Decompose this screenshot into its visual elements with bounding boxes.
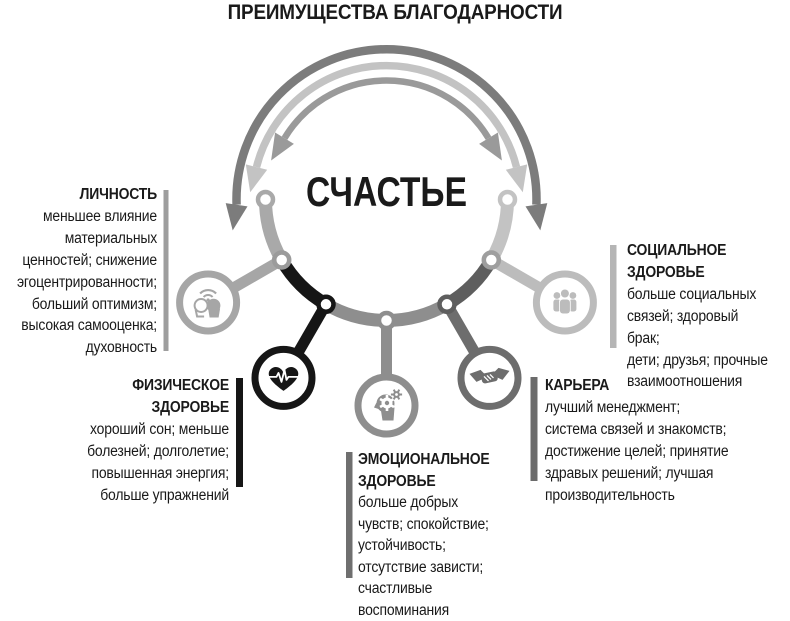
text-line: достижение целей; принятие (545, 441, 766, 463)
text-line: повышенная энергия; (58, 463, 229, 485)
person-center-body (560, 300, 570, 314)
arrowhead-middle-left-icon (246, 164, 267, 192)
text-line: больший оптимизм; (16, 294, 157, 316)
text-line: счастливые (358, 578, 538, 600)
physical-heading: ФИЗИЧЕСКОЕ ЗДОРОВЬЕ (58, 375, 229, 419)
text-line: меньшее влияние (16, 206, 157, 228)
arrowhead-outer-left-icon (226, 203, 248, 230)
text-line: духовность (16, 337, 157, 359)
personality-badge (180, 274, 237, 331)
text-line: СОЦИАЛЬНОЕ (627, 240, 774, 262)
text-line: устойчивость; (358, 535, 538, 557)
text-line: ЗДОРОВЬЕ (358, 471, 538, 493)
text-line: производительность (545, 485, 766, 507)
text-line: больше добрых (358, 492, 538, 514)
text-line: чувств; спокойствие; (358, 514, 538, 536)
text-line: отсутствие зависти; (358, 557, 538, 579)
physical-badge (255, 349, 312, 406)
person-right (570, 292, 577, 299)
person-center (561, 290, 569, 298)
emotional-accent-bar (346, 452, 353, 578)
social-accent-bar (610, 245, 617, 348)
text-line: здравых решений; лучшая (545, 463, 766, 485)
text-line: больше упражнений (58, 485, 229, 507)
page-title: ПРЕИМУЩЕСТВА БЛАГОДАРНОСТИ (40, 1, 751, 25)
ring-node (379, 313, 394, 328)
ring-node (258, 192, 273, 207)
text-line: связей; здоровый брак; (627, 306, 774, 350)
ring-node (319, 297, 334, 312)
text-line: больше социальных (627, 284, 774, 306)
head-filled-jaw (208, 309, 220, 318)
text-line: ЗДОРОВЬЕ (627, 262, 774, 284)
text-line: дети; друзья; прочные (627, 350, 774, 372)
text-line: материальных (16, 228, 157, 250)
text-line: ЭМОЦИОНАЛЬНОЕ (358, 449, 538, 471)
ring-node (440, 297, 455, 312)
text-line: ценностей; снижение (16, 250, 157, 272)
text-line: лучший менеджмент; (545, 397, 766, 419)
career-section: КАРЬЕРА лучший менеджмент;система связей… (545, 375, 766, 506)
personality-heading: ЛИЧНОСТЬ (16, 184, 157, 206)
physical-accent-bar (236, 378, 243, 487)
ring-node (274, 253, 289, 268)
career-body: лучший менеджмент;система связей и знако… (545, 397, 766, 507)
text-line: эгоцентрированности; (16, 272, 157, 294)
text-line: высокая самооценка; (16, 315, 157, 337)
social-badge (536, 274, 593, 331)
people-icon (553, 289, 576, 314)
arrowhead-middle-right-icon (506, 164, 527, 192)
text-line: хороший сон; меньше (58, 419, 229, 441)
text-line: ЛИЧНОСТЬ (16, 184, 157, 206)
personality-accent-bar (164, 190, 169, 351)
text-line: взаимоотношения (627, 371, 774, 393)
ring-node (484, 253, 499, 268)
happiness-label: СЧАСТЬЕ (306, 168, 466, 216)
career-badge (461, 349, 518, 406)
text-line: болезней; долголетие; (58, 441, 229, 463)
happiness-ring (266, 200, 508, 321)
text-line: система связей и знакомств; (545, 419, 766, 441)
arrowhead-outer-right-icon (526, 203, 548, 230)
emotional-badge (358, 377, 415, 434)
text-line: ФИЗИЧЕСКОЕ ЗДОРОВЬЕ (58, 375, 229, 419)
ring-node (500, 192, 515, 207)
person-left (554, 292, 561, 299)
